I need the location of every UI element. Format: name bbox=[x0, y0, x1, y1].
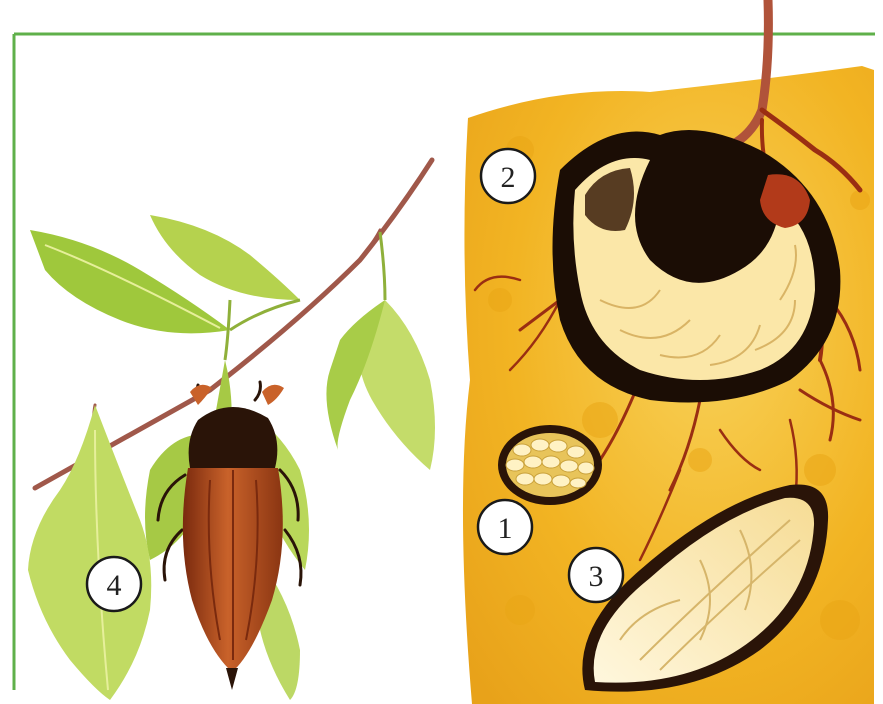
leaf-bottom-left bbox=[28, 405, 151, 700]
svg-text:4: 4 bbox=[107, 569, 122, 602]
label-pupa: 3 bbox=[569, 548, 623, 602]
label-adult: 4 bbox=[87, 557, 141, 611]
svg-text:2: 2 bbox=[501, 161, 516, 194]
leaf-right bbox=[326, 232, 435, 470]
label-larva: 2 bbox=[481, 149, 535, 203]
eggs-cluster bbox=[498, 425, 602, 505]
svg-text:1: 1 bbox=[498, 512, 513, 545]
beetle-head bbox=[189, 407, 278, 468]
svg-text:3: 3 bbox=[589, 560, 604, 593]
label-eggs: 1 bbox=[478, 500, 532, 554]
